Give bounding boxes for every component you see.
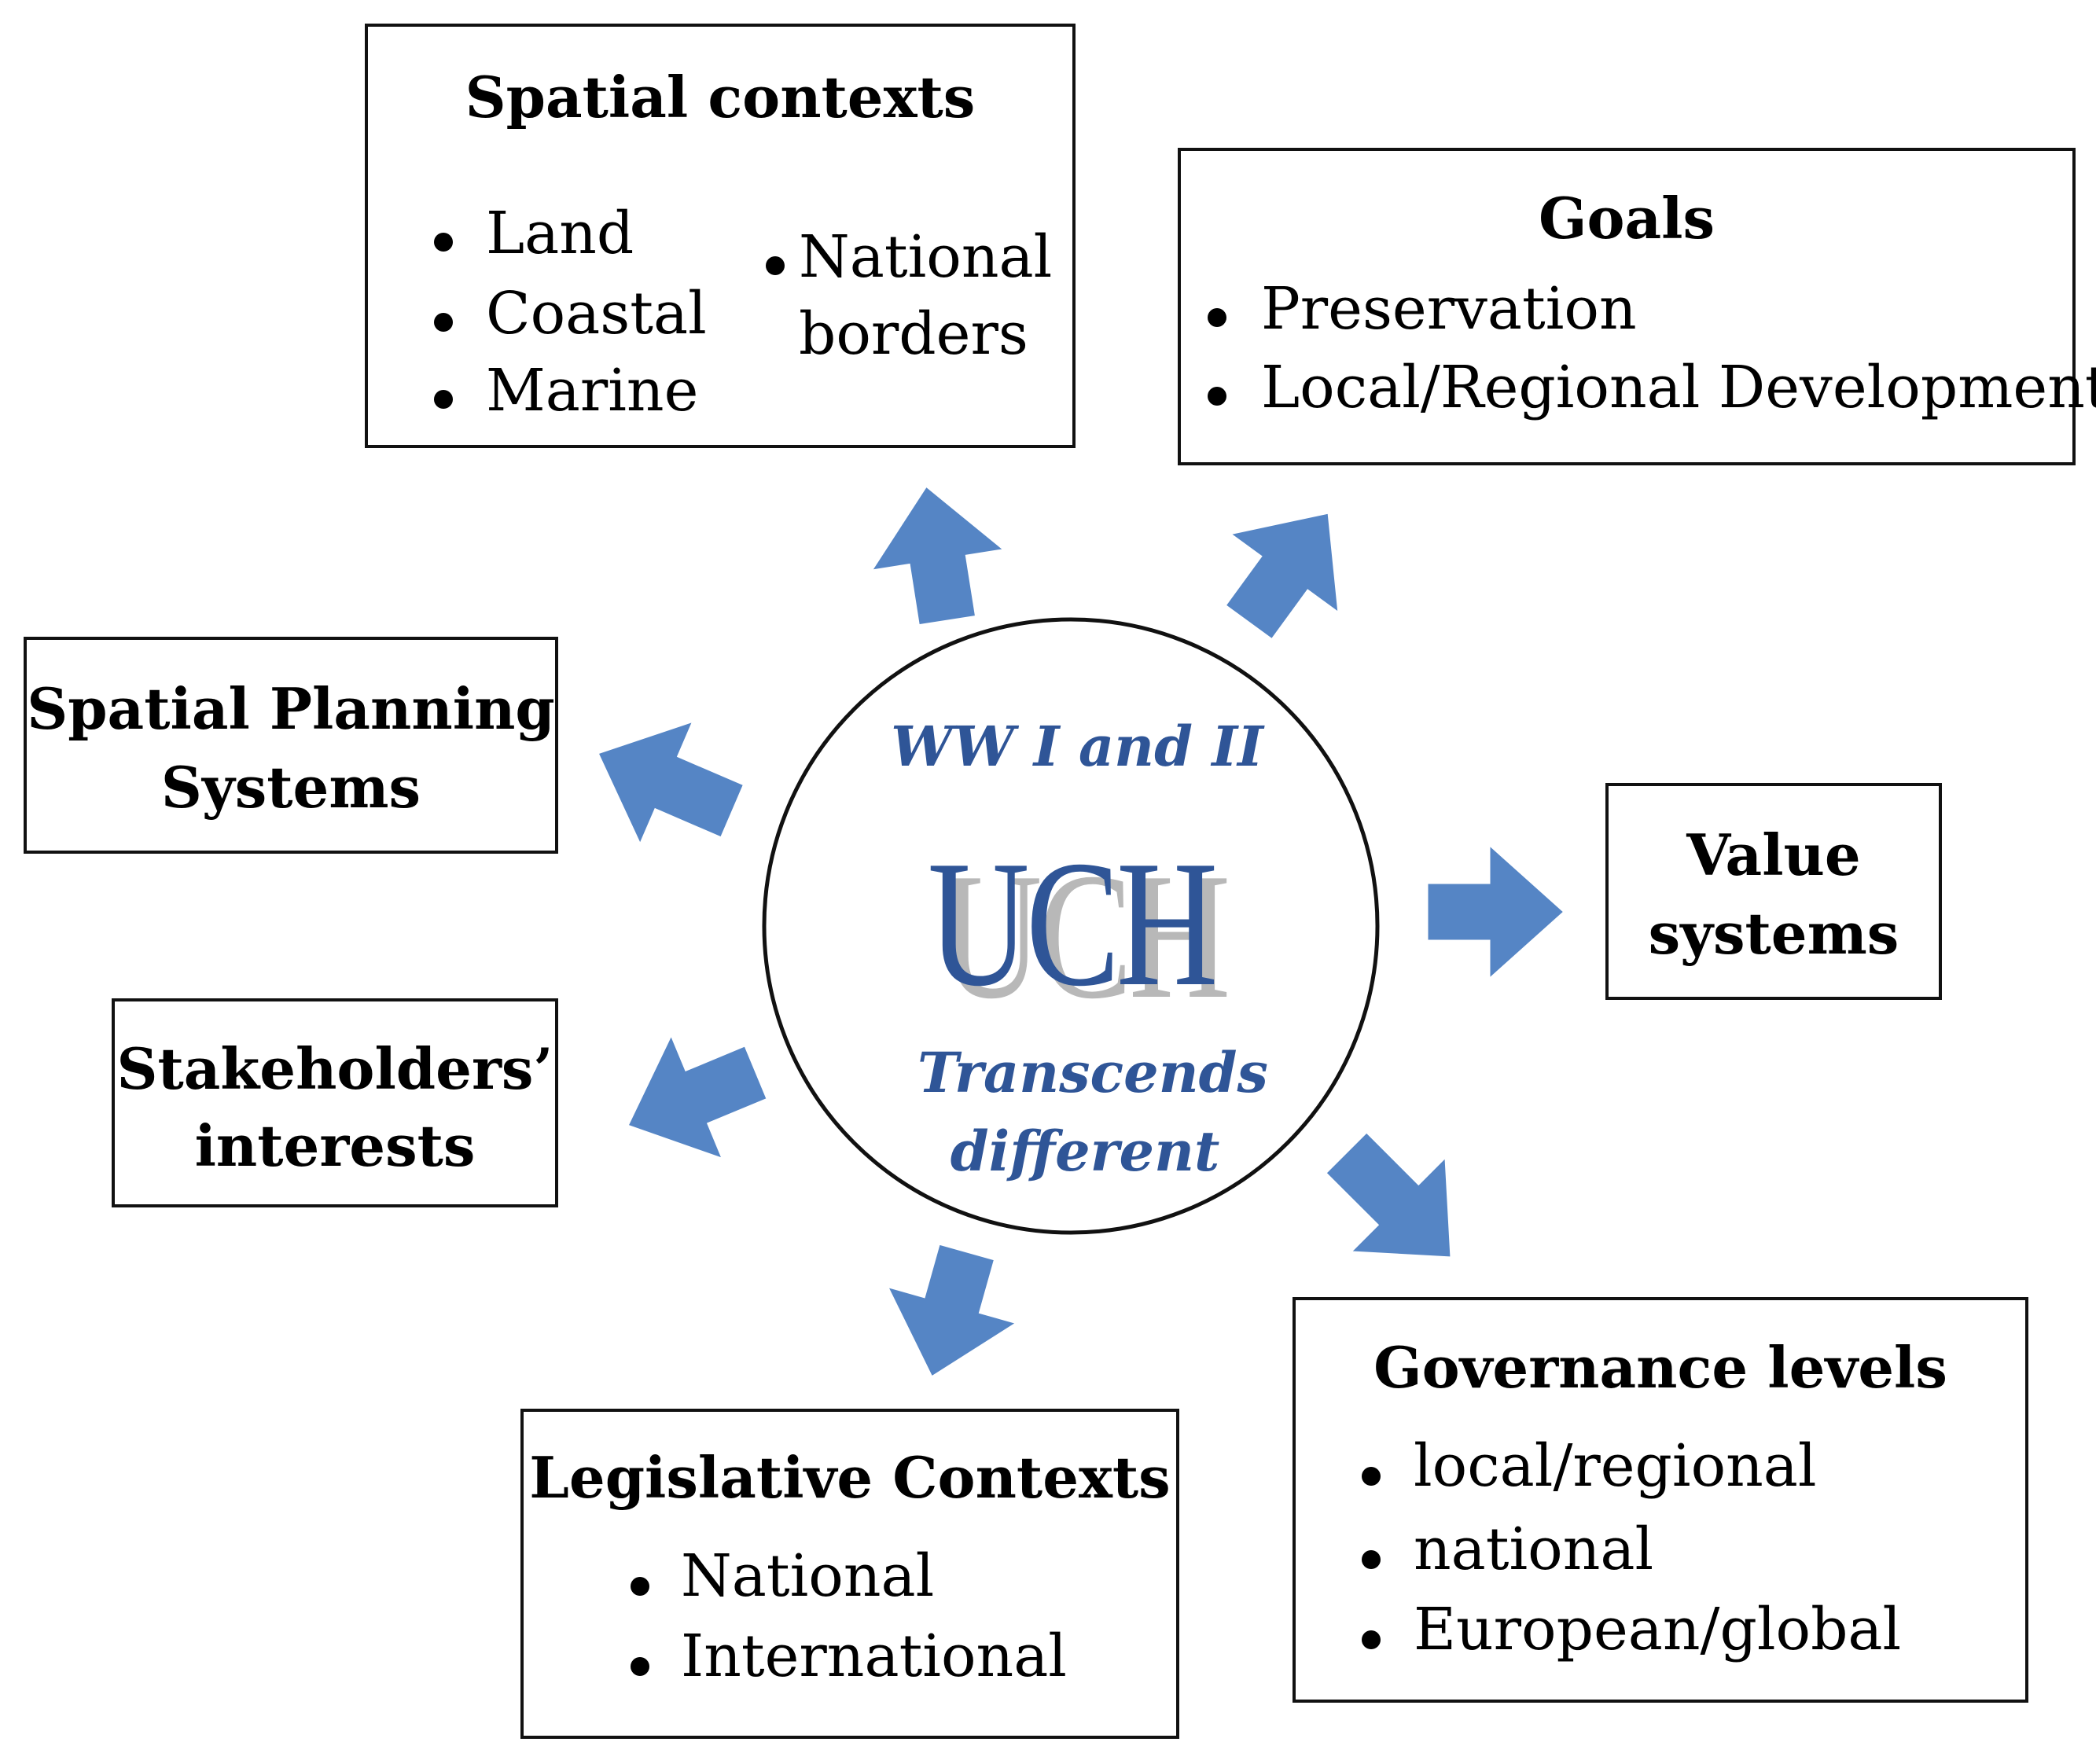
uch-shadow: UCH <box>940 836 1230 1036</box>
legislative-item-national: National <box>681 1542 935 1610</box>
spatial-contexts-title: Spatial contexts <box>465 64 976 130</box>
arrow-to-spatial-planning <box>595 718 746 848</box>
arrow-to-goals <box>1223 511 1340 641</box>
spatial-planning-line-2: Systems <box>160 754 421 821</box>
uch-title: UCH UCH <box>928 823 1258 1027</box>
center-bottom-label-1: Transcends <box>917 1040 1268 1105</box>
spatial-item-land: Land <box>486 200 634 267</box>
center-top-label: WW I and II <box>891 714 1263 779</box>
legislative-item-international: International <box>681 1623 1067 1690</box>
spatial-item-borders: borders <box>799 300 1028 368</box>
bullet-icon <box>1208 387 1226 406</box>
governance-item-european: European/global <box>1414 1596 1902 1663</box>
center-circle <box>762 617 1380 1235</box>
governance-title: Governance levels <box>1373 1334 1947 1401</box>
bullet-icon <box>1362 1550 1381 1569</box>
arrow-to-value-systems <box>1425 841 1567 983</box>
governance-item-local: local/regional <box>1414 1432 1817 1500</box>
bullet-icon <box>631 1657 649 1676</box>
bullet-icon <box>1362 1630 1381 1649</box>
bullet-icon <box>766 256 785 275</box>
bullet-icon <box>1362 1467 1381 1486</box>
goals-item-preservation: Preservation <box>1261 275 1637 343</box>
legislative-box: Legislative Contexts National Internatio… <box>520 1409 1179 1739</box>
bullet-icon <box>434 233 453 252</box>
legislative-title: Legislative Contexts <box>529 1444 1171 1511</box>
bullet-icon <box>1208 308 1226 327</box>
arrow-to-stakeholders <box>625 1031 770 1162</box>
value-systems-box: Value systems <box>1605 783 1942 1000</box>
center-bottom-label-2: different <box>950 1119 1220 1184</box>
value-systems-line-2: systems <box>1648 900 1899 967</box>
governance-box: Governance levels local/regional nationa… <box>1293 1297 2028 1703</box>
goals-item-development: Local/Regional Development <box>1261 354 2096 421</box>
stakeholders-box: Stakeholders’ interests <box>112 998 558 1207</box>
stakeholders-line-2: interests <box>194 1112 476 1179</box>
value-systems-line-1: Value <box>1686 821 1861 888</box>
arrow-to-governance <box>1323 1130 1453 1259</box>
bullet-icon <box>434 390 453 409</box>
spatial-item-coastal: Coastal <box>486 280 707 347</box>
goals-title: Goals <box>1538 185 1715 252</box>
governance-item-national: national <box>1414 1516 1654 1583</box>
bullet-icon <box>434 313 453 332</box>
spatial-item-marine: Marine <box>486 357 699 424</box>
spatial-planning-box: Spatial Planning Systems <box>24 637 558 854</box>
spatial-planning-line-1: Spatial Planning <box>27 675 555 742</box>
stakeholders-line-1: Stakeholders’ <box>116 1035 553 1102</box>
bullet-icon <box>631 1577 649 1596</box>
arrow-to-spatial-contexts <box>868 483 1008 627</box>
spatial-item-national: National <box>799 223 1053 291</box>
uch-text: UCH <box>928 823 1218 1023</box>
arrow-to-legislative <box>884 1242 1020 1380</box>
goals-box: Goals Preservation Local/Regional Develo… <box>1178 148 2096 465</box>
spatial-contexts-box: Spatial contexts Land Coastal Marine Nat… <box>365 24 1076 448</box>
